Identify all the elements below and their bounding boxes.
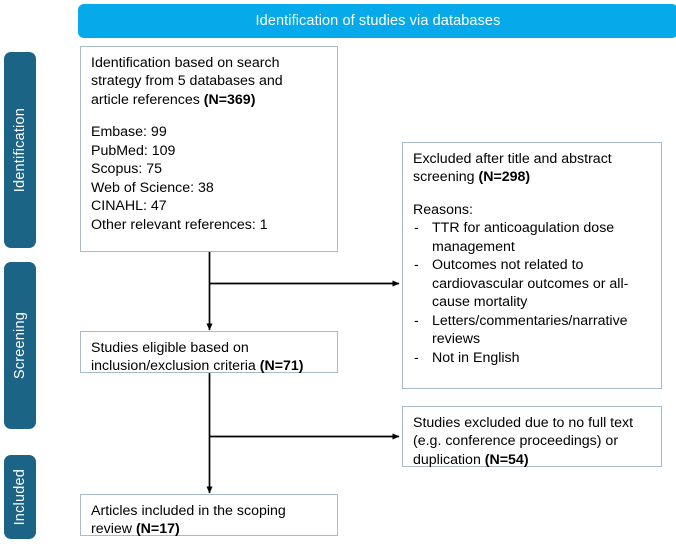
eligible-count: (N=71) <box>259 358 304 375</box>
box-excluded-fulltext: Studies excluded due to no full text (e.… <box>402 406 662 469</box>
included-line-2-text: review <box>91 521 136 538</box>
excluded-screening-line-2-text: screening <box>413 169 479 186</box>
stage-rail-identification: Identification <box>4 52 36 248</box>
reason-item: -TTR for anticoagulation dose management <box>413 219 652 256</box>
reason-dash: - <box>414 312 419 329</box>
reason-text: Letters/commentaries/narrative reviews <box>432 312 628 348</box>
stage-rail-included: Included <box>4 455 36 539</box>
reason-dash: - <box>414 220 419 237</box>
excluded-fulltext-line-2: (e.g. conference proceedings) or <box>413 433 619 450</box>
reasons-heading: Reasons: <box>413 201 473 218</box>
box-included-articles: Articles included in the scoping review … <box>80 494 338 538</box>
included-line-2: review (N=17) <box>91 520 328 538</box>
source-web-of-science: Web of Science: 38 <box>91 179 214 196</box>
excluded-fulltext-line-3-text: duplication <box>413 451 485 468</box>
identification-line-2: strategy from 5 databases and <box>91 73 283 90</box>
source-cinahl: CINAHL: 47 <box>91 198 167 215</box>
included-line-1: Articles included in the scoping <box>91 503 286 519</box>
stage-rail-screening-label: Screening <box>11 311 28 380</box>
excluded-fulltext-line-1: Studies excluded due to no full text <box>413 415 634 431</box>
box-excluded-screening: Excluded after title and abstract screen… <box>402 142 662 389</box>
reason-item: -Outcomes not related to cardiovascular … <box>413 256 652 311</box>
excluded-screening-spacer <box>413 187 652 201</box>
diagram-banner-title: Identification of studies via databases <box>255 13 501 29</box>
stage-rail-included-label: Included <box>11 468 28 526</box>
reason-dash: - <box>414 349 419 366</box>
included-count: (N=17) <box>135 521 180 538</box>
source-other-references: Other relevant references: 1 <box>91 216 268 233</box>
source-pubmed: PubMed: 109 <box>91 142 176 159</box>
diagram-banner: Identification of studies via databases <box>78 4 676 38</box>
reason-item: -Not in English <box>413 349 652 367</box>
identification-line-1: Identification based on search <box>91 55 280 71</box>
identification-count: (N=369) <box>203 91 256 108</box>
eligible-line-1: Studies eligible based on <box>91 340 249 356</box>
reason-text: TTR for anticoagulation dose management <box>432 220 615 255</box>
box-identification: Identification based on search strategy … <box>80 46 338 252</box>
reason-dash: - <box>414 257 419 274</box>
stage-rail-identification-label: Identification <box>11 107 28 193</box>
reason-list: -TTR for anticoagulation dose management… <box>413 219 652 367</box>
stage-rail-screening: Screening <box>4 262 36 429</box>
eligible-line-2: inclusion/exclusion criteria (N=71) <box>91 357 328 375</box>
identification-spacer <box>91 109 328 123</box>
source-embase: Embase: 99 <box>91 124 167 141</box>
source-scopus: Scopus: 75 <box>91 161 162 178</box>
excluded-screening-count: (N=298) <box>478 169 531 186</box>
box-eligible-studies: Studies eligible based on inclusion/excl… <box>80 331 338 375</box>
excluded-fulltext-line-3: duplication (N=54) <box>413 451 652 469</box>
identification-line-3-text: article references <box>91 91 204 108</box>
eligible-line-2-text: inclusion/exclusion criteria <box>91 358 260 375</box>
excluded-screening-line-2: screening (N=298) <box>413 168 652 186</box>
reason-text: Outcomes not related to cardiovascular o… <box>432 257 629 311</box>
excluded-fulltext-count: (N=54) <box>484 451 529 468</box>
reason-text: Not in English <box>432 349 520 366</box>
excluded-screening-line-1: Excluded after title and abstract <box>413 151 612 167</box>
identification-line-3: article references (N=369) <box>91 91 328 109</box>
reason-item: -Letters/commentaries/narrative reviews <box>413 312 652 349</box>
